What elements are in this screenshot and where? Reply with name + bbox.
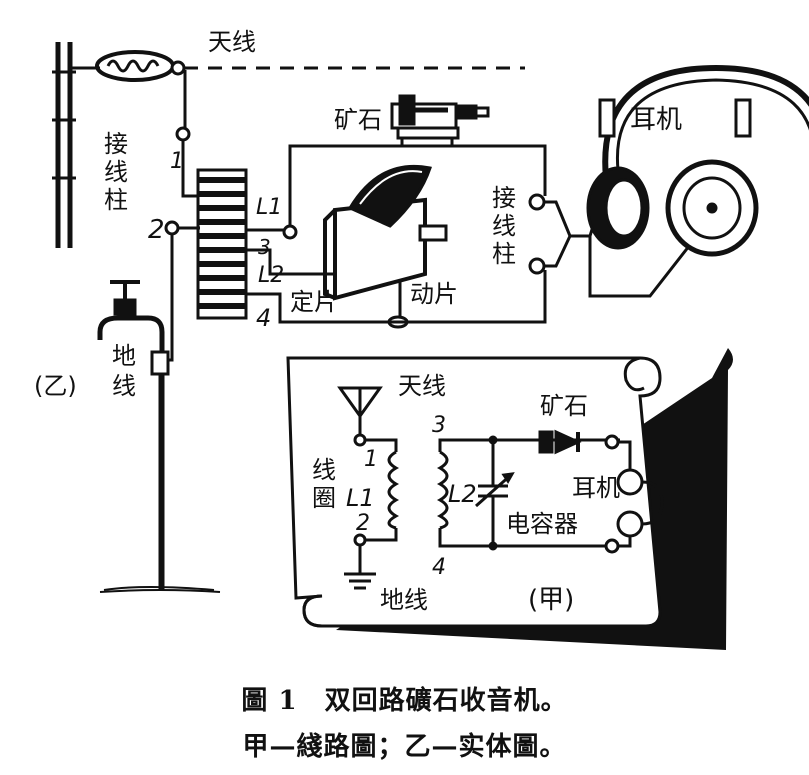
rotor-label: 动片 xyxy=(410,280,458,308)
schematic-terminal-2-label: 2 xyxy=(356,511,370,536)
headphones xyxy=(586,64,809,257)
earphone-terminals-char2: 线 xyxy=(492,212,516,240)
earphone-terminal-top xyxy=(528,193,546,211)
schematic-terminal-4-label: 4 xyxy=(432,555,446,580)
schematic-coil-l1 xyxy=(387,450,400,530)
terminal-3-label: 3 xyxy=(258,235,271,259)
terminal-1-label: 1 xyxy=(170,149,184,174)
schematic-antenna-symbol xyxy=(337,386,383,434)
antenna-label: 天线 xyxy=(208,28,256,56)
earphone-terminals-char1: 接 xyxy=(492,184,516,212)
ground-label-char2: 线 xyxy=(112,372,136,400)
stator-label: 定片 xyxy=(290,288,338,316)
physical-panel xyxy=(52,42,809,593)
terminals-label-char3: 柱 xyxy=(104,186,128,214)
schematic-terminal-1-label: 1 xyxy=(364,447,378,472)
figure-caption-legend: 甲—綫路圖；乙—实体圖。 xyxy=(242,732,567,762)
schematic-crystal-label: 矿石 xyxy=(540,392,588,420)
terminals-label-char1: 接 xyxy=(104,130,128,158)
schematic-l1-label: L1 xyxy=(346,484,375,512)
schematic-scroll xyxy=(286,348,733,650)
schematic-capacitor-label: 电容器 xyxy=(506,510,578,538)
earphones-label: 耳机 xyxy=(630,105,682,135)
schematic-variable-capacitor xyxy=(475,435,515,551)
terminal-1-post xyxy=(175,126,191,142)
coil-l1-label: L1 xyxy=(256,195,282,220)
antenna-insulator xyxy=(95,50,186,82)
schematic-earphones-label: 耳机 xyxy=(572,474,620,502)
schematic-l2-label: L2 xyxy=(448,480,477,508)
coil-l2-label: L2 xyxy=(258,263,284,288)
schematic-coil-char1: 线 xyxy=(312,456,336,484)
schematic-earphone-symbol xyxy=(616,440,664,548)
panel-tag-physical: (乙) xyxy=(34,372,77,400)
terminals-label-char2: 线 xyxy=(104,158,128,186)
panel-tag-schematic: (甲) xyxy=(528,585,574,615)
schematic-ground-label: 地线 xyxy=(380,586,428,614)
earphone-terminal-bottom xyxy=(528,257,546,275)
ground-label-char1: 地 xyxy=(112,342,136,370)
schematic-crystal-diode xyxy=(538,429,582,455)
figure-caption-title: 圖 1 双回路礦石收音机。 xyxy=(241,686,568,716)
coil-former xyxy=(196,168,248,320)
variable-capacitor xyxy=(323,164,448,329)
schematic-coil-char2: 圈 xyxy=(312,484,336,512)
schematic-coil-l2 xyxy=(436,450,449,530)
schematic-antenna-label: 天线 xyxy=(398,372,446,400)
crystal-radio-figure: 天线 接 线 柱 1 2 L1 3 L2 4 矿石 耳机 接 线 柱 定片 动片… xyxy=(34,28,809,650)
schematic-terminal-3-label: 3 xyxy=(432,413,446,438)
crystal-label: 矿石 xyxy=(334,106,382,134)
crystal-detector xyxy=(390,94,490,146)
terminal-4-label: 4 xyxy=(256,304,271,332)
schematic-circuit xyxy=(337,386,664,590)
schematic-ground-symbol xyxy=(344,545,376,590)
earphone-terminals-char3: 柱 xyxy=(492,240,516,268)
terminal-2-post xyxy=(164,220,180,236)
water-tap-ground xyxy=(97,280,215,591)
antenna-pole xyxy=(52,42,76,248)
terminal-2-label: 2 xyxy=(148,215,165,245)
